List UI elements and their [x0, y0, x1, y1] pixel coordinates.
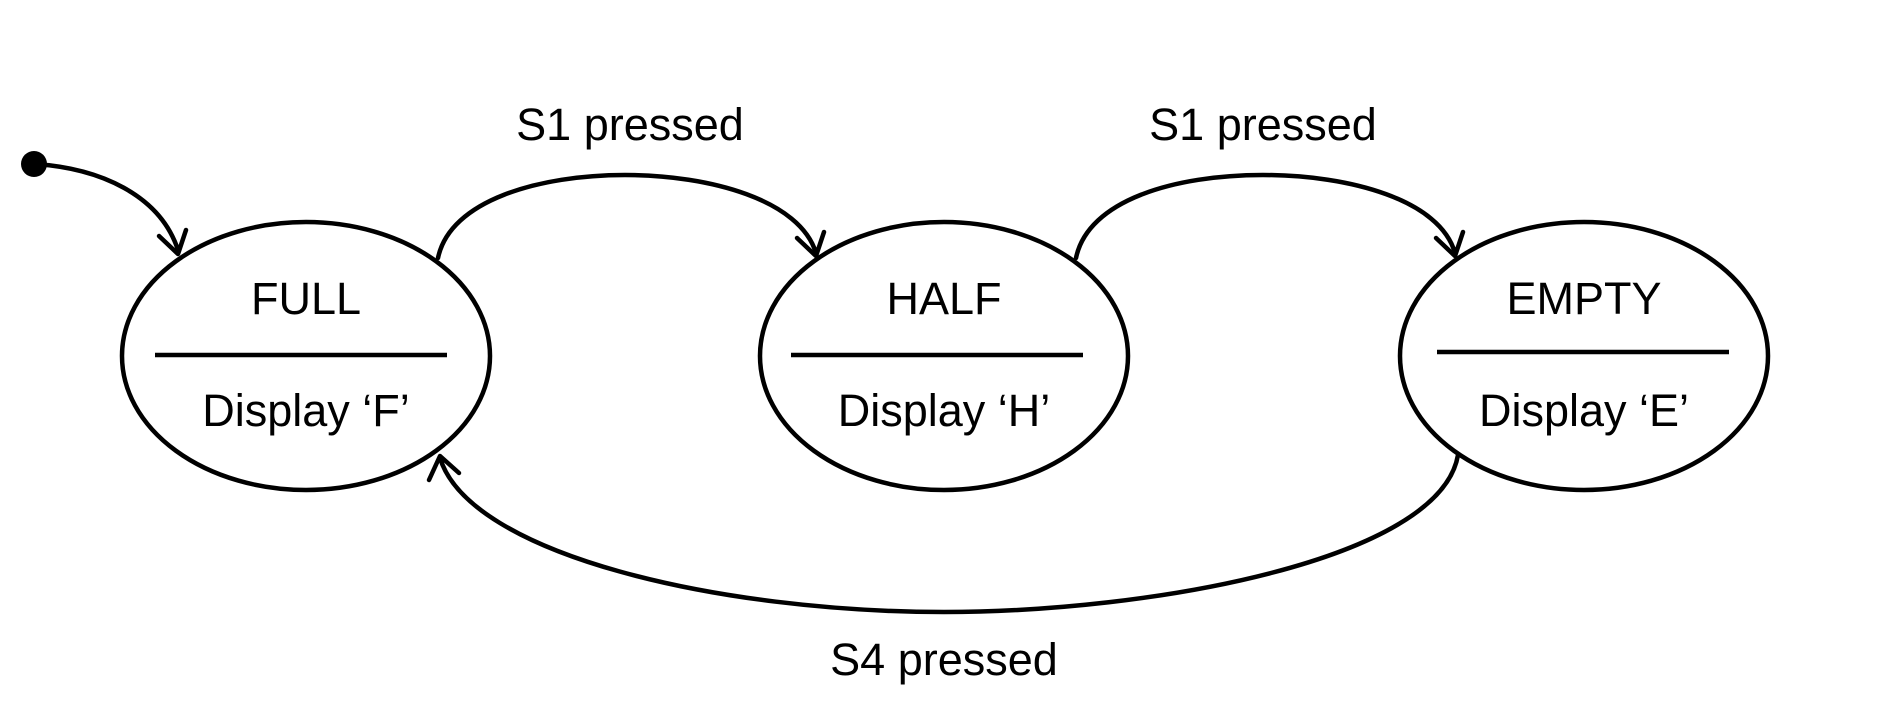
state-empty-action: Display ‘E’: [1479, 385, 1689, 436]
state-half: HALF Display ‘H’: [757, 219, 1131, 493]
transition-full-to-half-label: S1 pressed: [516, 99, 744, 150]
initial-transition-arrowhead: [156, 227, 189, 257]
state-empty-name: EMPTY: [1506, 273, 1661, 324]
transition-half-to-empty-arrowhead: [1433, 229, 1466, 259]
state-half-action: Display ‘H’: [838, 385, 1051, 436]
transition-empty-to-full-arc: [437, 452, 1461, 615]
transition-half-to-empty-arc: [1073, 172, 1458, 261]
transition-full-to-half-arrowhead: [794, 229, 827, 259]
transition-empty-to-full: S4 pressed: [426, 452, 1461, 685]
state-full: FULL Display ‘F’: [119, 219, 493, 493]
transition-empty-to-full-label: S4 pressed: [830, 634, 1058, 685]
state-full-name: FULL: [251, 273, 361, 324]
state-full-action: Display ‘F’: [202, 385, 410, 436]
state-half-name: HALF: [886, 273, 1001, 324]
transition-full-to-half-arc: [435, 172, 819, 261]
transition-empty-to-full-arrowhead: [426, 453, 462, 483]
transition-half-to-empty-label: S1 pressed: [1149, 99, 1377, 150]
initial-transition: [21, 151, 189, 257]
state-empty-ellipse: [1397, 219, 1771, 493]
transition-full-to-half: S1 pressed: [435, 99, 827, 261]
transition-half-to-empty: S1 pressed: [1073, 99, 1466, 261]
state-empty: EMPTY Display ‘E’: [1397, 219, 1771, 493]
initial-transition-arc: [31, 161, 181, 253]
